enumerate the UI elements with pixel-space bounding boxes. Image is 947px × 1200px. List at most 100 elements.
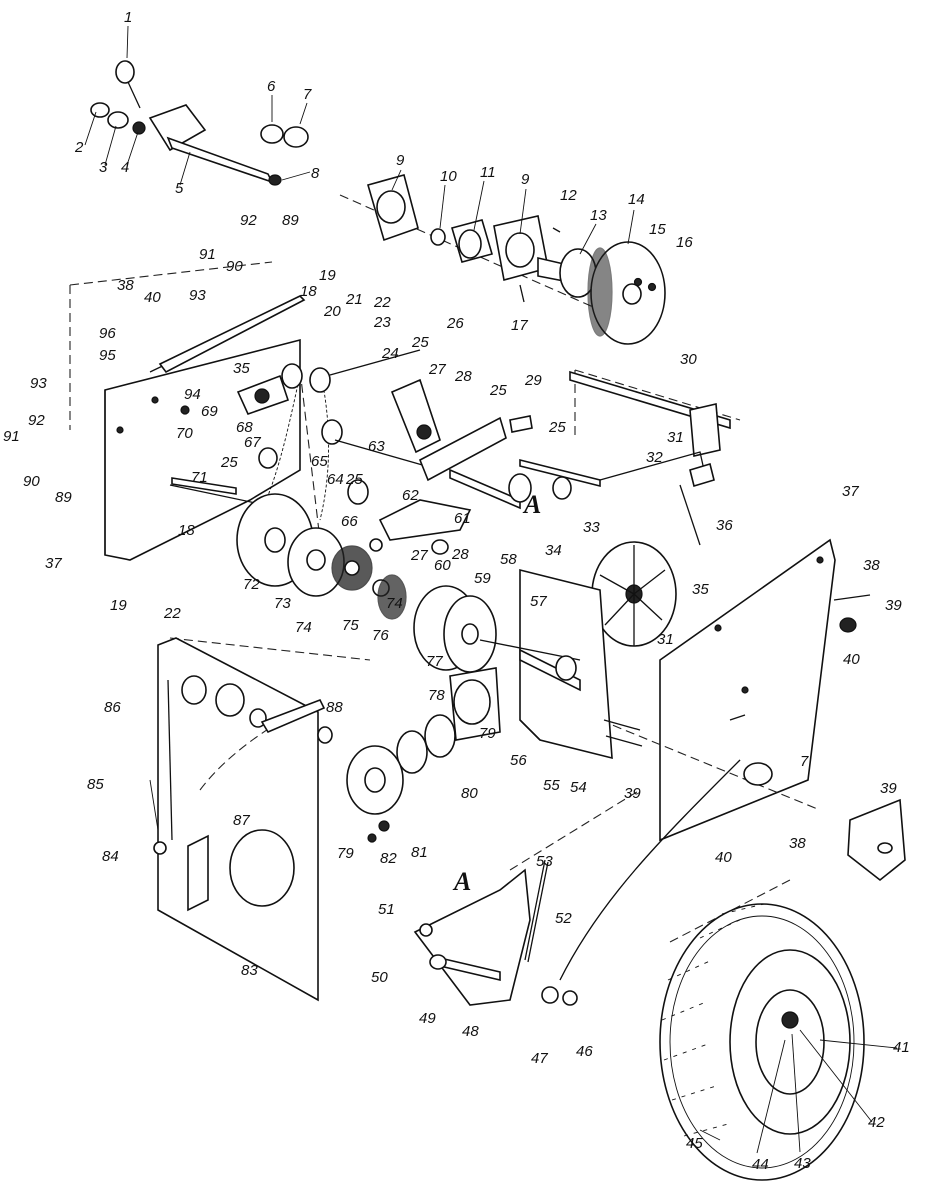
part-label-68: 68: [236, 419, 253, 436]
part-label-66: 66: [341, 513, 358, 530]
part-label-3: 3: [99, 159, 108, 176]
part-label-25b: 25: [220, 454, 238, 471]
part-label-37: 37: [45, 555, 62, 572]
part-label-41: 41: [893, 1039, 910, 1056]
part-label-73: 73: [274, 595, 291, 612]
part-label-63: 63: [368, 438, 385, 455]
part-label-75: 75: [342, 617, 359, 634]
part-label-2: 2: [74, 139, 84, 156]
part-number-labels: 1 2 3 4 5 6 7 8 9 10 11 9 12 13 14 15 16…: [3, 9, 910, 1173]
part-label-34: 34: [545, 542, 562, 559]
part-label-40c: 40: [715, 849, 732, 866]
part-label-26: 26: [446, 315, 464, 332]
part-label-16: 16: [676, 234, 693, 251]
part-label-21: 21: [345, 291, 363, 308]
part-label-39: 39: [885, 597, 902, 614]
part-label-62: 62: [402, 487, 419, 504]
part-label-59: 59: [474, 570, 491, 587]
part-label-12: 12: [560, 187, 577, 204]
part-label-10: 10: [440, 168, 457, 185]
part-label-40: 40: [144, 289, 161, 306]
part-label-35: 35: [233, 360, 250, 377]
part-label-74b: 74: [386, 595, 403, 612]
part-label-48: 48: [462, 1023, 479, 1040]
part-label-82: 82: [380, 850, 397, 867]
part-label-94: 94: [184, 386, 201, 403]
part-label-57: 57: [530, 593, 547, 610]
part-label-25d: 25: [489, 382, 507, 399]
part-label-71: 71: [191, 469, 208, 486]
part-label-33: 33: [583, 519, 600, 536]
part-label-89b: 89: [55, 489, 72, 506]
part-label-55: 55: [543, 777, 560, 794]
part-label-4: 4: [121, 159, 129, 176]
part-label-93: 93: [189, 287, 206, 304]
part-label-83: 83: [241, 962, 258, 979]
part-label-13: 13: [590, 207, 607, 224]
part-label-61: 61: [454, 510, 471, 527]
part-label-40b: 40: [843, 651, 860, 668]
part-label-27b: 27: [410, 547, 428, 564]
part-label-45: 45: [686, 1135, 703, 1152]
part-label-90b: 90: [23, 473, 40, 490]
part-label-60: 60: [434, 557, 451, 574]
part-label-76: 76: [372, 627, 389, 644]
part-label-87: 87: [233, 812, 250, 829]
part-label-72: 72: [243, 576, 260, 593]
part-label-91: 91: [199, 246, 216, 263]
lower-side-panel: [149, 637, 371, 1002]
part-label-47: 47: [531, 1050, 548, 1067]
part-label-79: 79: [479, 725, 496, 742]
part-label-86: 86: [104, 699, 121, 716]
part-label-25e: 25: [548, 419, 566, 436]
linkage-brackets: [369, 378, 601, 555]
part-label-14: 14: [628, 191, 645, 208]
part-label-93b: 93: [30, 375, 47, 392]
part-label-35b: 35: [692, 581, 709, 598]
part-label-95: 95: [99, 347, 116, 364]
part-label-27: 27: [428, 361, 446, 378]
part-label-29: 29: [524, 372, 542, 389]
part-label-90: 90: [226, 258, 243, 275]
part-label-92: 92: [240, 212, 257, 229]
part-label-64: 64: [327, 471, 344, 488]
part-label-28b: 28: [451, 546, 469, 563]
part-label-38b: 38: [863, 557, 880, 574]
part-label-85: 85: [87, 776, 104, 793]
part-label-19: 19: [319, 267, 336, 284]
part-label-91b: 91: [3, 428, 20, 445]
part-label-15: 15: [649, 221, 666, 238]
part-label-17: 17: [511, 317, 528, 334]
pulley-assembly: [339, 174, 666, 345]
part-label-9: 9: [396, 152, 405, 169]
part-label-65: 65: [311, 453, 328, 470]
part-label-24: 24: [381, 345, 399, 362]
part-label-89: 89: [282, 212, 299, 229]
part-label-44: 44: [752, 1156, 769, 1173]
part-label-84: 84: [102, 848, 119, 865]
part-label-51: 51: [378, 901, 395, 918]
shift-lever-assembly: [413, 759, 741, 1006]
left-side-plate: [69, 261, 306, 561]
wheel-assembly: [659, 879, 865, 1181]
part-label-23: 23: [373, 314, 391, 331]
part-label-18: 18: [300, 283, 317, 300]
callout-a-top: A: [522, 490, 541, 519]
part-label-88: 88: [326, 699, 343, 716]
part-label-79b: 79: [337, 845, 354, 862]
chain-drive: [236, 349, 441, 620]
part-label-37b: 37: [842, 483, 859, 500]
center-plate-assembly: [346, 568, 643, 843]
part-label-7: 7: [303, 86, 312, 103]
part-label-69: 69: [201, 403, 218, 420]
part-label-7b: 7: [800, 753, 809, 770]
part-label-1: 1: [124, 9, 132, 26]
part-label-36: 36: [716, 517, 733, 534]
part-label-81: 81: [411, 844, 428, 861]
part-label-22b: 22: [163, 605, 181, 622]
part-label-96: 96: [99, 325, 116, 342]
part-label-49: 49: [419, 1010, 436, 1027]
part-label-50: 50: [371, 969, 388, 986]
part-label-74: 74: [295, 619, 312, 636]
